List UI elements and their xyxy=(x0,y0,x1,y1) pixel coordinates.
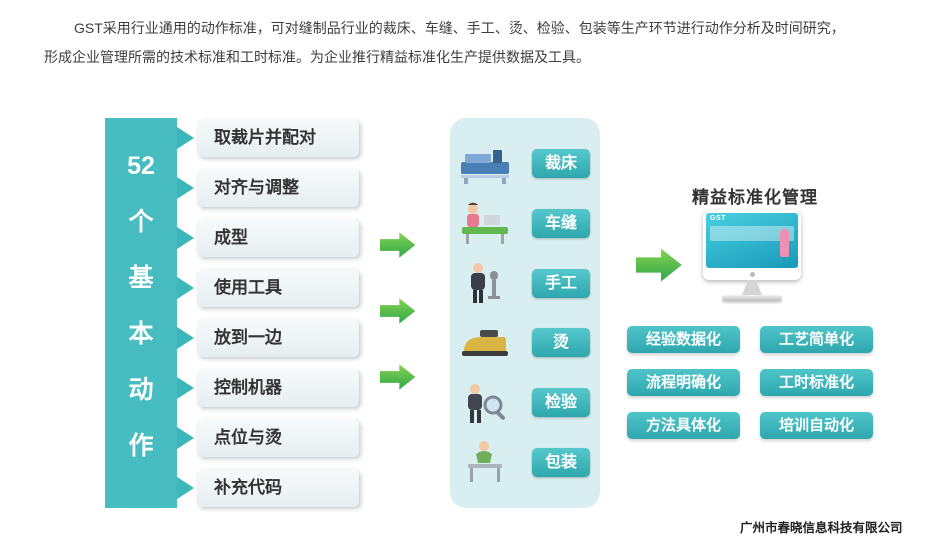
cutting-bed-icon xyxy=(460,142,510,186)
arrow-right-icon xyxy=(177,327,194,349)
motion-item: 对齐与调整 xyxy=(197,169,359,207)
result-title: 精益标准化管理 xyxy=(692,188,818,207)
green-arrow-icon xyxy=(636,248,682,282)
arrow-right-icon xyxy=(177,427,194,449)
monitor-base xyxy=(722,295,782,301)
motion-item: 点位与烫 xyxy=(197,419,359,457)
motion-item: 取裁片并配对 xyxy=(197,119,359,157)
green-arrow-icon xyxy=(380,364,416,390)
process-panel: 裁床 车缝 xyxy=(450,118,600,508)
process-label: 包装 xyxy=(532,447,590,477)
intro-paragraph: GST采用行业通用的动作标准，可对缝制品行业的裁床、车缝、手工、烫、检验、包装等… xyxy=(44,14,924,72)
monitor-screen: GST xyxy=(706,213,798,268)
benefit-item: 工时标准化 xyxy=(760,369,873,396)
motion-item: 成型 xyxy=(197,219,359,257)
benefit-item: 工艺简单化 xyxy=(760,326,873,353)
sewing-icon xyxy=(460,201,510,245)
inspection-icon xyxy=(460,381,510,425)
basic-motions-label: 52个基本动作 xyxy=(127,152,155,460)
process-row: 车缝 xyxy=(460,201,590,245)
monitor-stand xyxy=(742,280,762,295)
motion-item: 补充代码 xyxy=(197,469,359,507)
packing-icon xyxy=(460,440,510,484)
monitor-frame: GST xyxy=(703,210,801,280)
motion-item: 放到一边 xyxy=(197,319,359,357)
motion-row: 点位与烫 xyxy=(177,419,359,457)
arrow-right-icon xyxy=(177,377,194,399)
motion-list: 取裁片并配对 对齐与调整 成型 使用工具 放到一边 控制机器 点位与烫 补充代 xyxy=(177,119,359,519)
basic-motions-bar: 52个基本动作 xyxy=(105,118,177,508)
arrow-right-icon xyxy=(177,477,194,499)
motion-row: 使用工具 xyxy=(177,269,359,307)
screen-content-band xyxy=(710,226,794,241)
arrow-right-icon xyxy=(177,177,194,199)
motion-row: 取裁片并配对 xyxy=(177,119,359,157)
motion-row: 补充代码 xyxy=(177,469,359,507)
arrow-right-icon xyxy=(177,227,194,249)
arrow-right-icon xyxy=(177,127,194,149)
process-row: 手工 xyxy=(460,261,590,305)
benefit-item: 经验数据化 xyxy=(627,326,740,353)
motion-item: 控制机器 xyxy=(197,369,359,407)
process-label: 车缝 xyxy=(532,208,590,238)
process-label: 裁床 xyxy=(532,149,590,179)
company-name: 广州市春晓信息科技有限公司 xyxy=(740,521,903,535)
screen-figure xyxy=(780,229,789,257)
process-row: 检验 xyxy=(460,381,590,425)
intro-line-2: 形成企业管理所需的技术标准和工时标准。为企业推行精益标准化生产提供数据及工具。 xyxy=(44,49,590,65)
benefit-item: 培训自动化 xyxy=(760,412,873,439)
ironing-icon xyxy=(460,321,510,365)
motion-item: 使用工具 xyxy=(197,269,359,307)
motion-row: 控制机器 xyxy=(177,369,359,407)
motion-row: 成型 xyxy=(177,219,359,257)
green-arrow-icon xyxy=(380,232,416,258)
intro-line-1: GST采用行业通用的动作标准，可对缝制品行业的裁床、车缝、手工、烫、检验、包装等… xyxy=(74,20,845,36)
benefit-grid: 经验数据化 工艺简单化 流程明确化 工时标准化 方法具体化 培训自动化 xyxy=(627,326,873,439)
computer-illustration: GST xyxy=(702,210,802,301)
monitor-chin xyxy=(706,268,798,280)
benefit-item: 流程明确化 xyxy=(627,369,740,396)
screen-logo-text: GST xyxy=(710,215,726,222)
process-label: 手工 xyxy=(532,268,590,298)
apple-logo-icon xyxy=(749,271,755,277)
process-label: 烫 xyxy=(532,328,590,358)
handwork-icon xyxy=(460,261,510,305)
process-label: 检验 xyxy=(532,388,590,418)
process-row: 烫 xyxy=(460,321,590,365)
process-row: 裁床 xyxy=(460,142,590,186)
benefit-item: 方法具体化 xyxy=(627,412,740,439)
motion-row: 对齐与调整 xyxy=(177,169,359,207)
arrow-right-icon xyxy=(177,277,194,299)
process-row: 包装 xyxy=(460,440,590,484)
motion-row: 放到一边 xyxy=(177,319,359,357)
green-arrow-icon xyxy=(380,298,416,324)
